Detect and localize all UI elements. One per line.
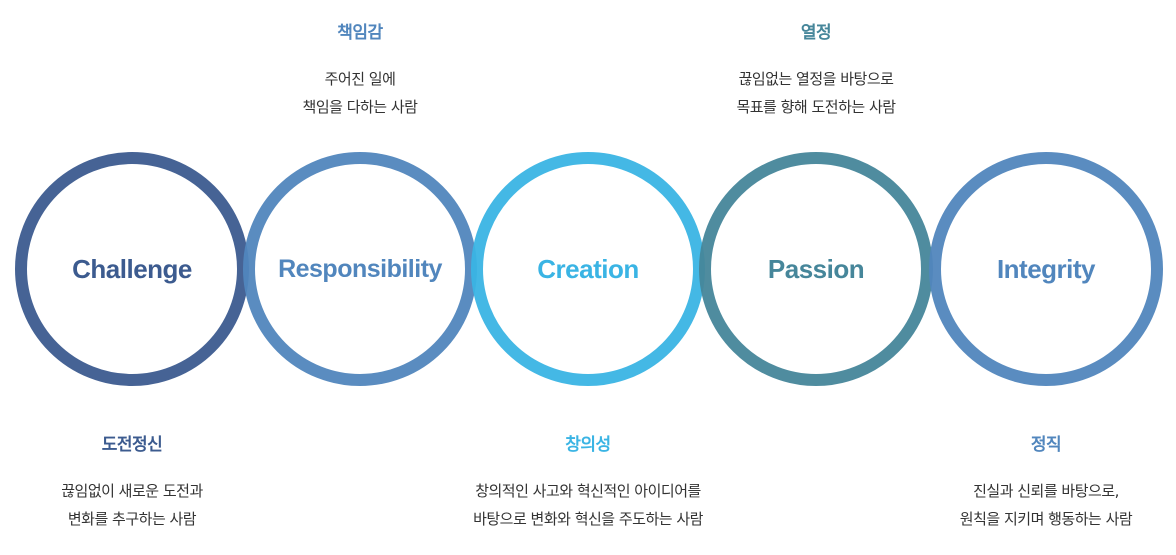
caption-line: 끊임없이 새로운 도전과 xyxy=(61,482,203,500)
caption-line: 책임을 다하는 사람 xyxy=(302,98,418,116)
caption-creation: 창의성 창의적인 사고와 혁신적인 아이디어를 바탕으로 변화와 혁신을 주도하… xyxy=(458,430,718,533)
caption-passion: 열정 끊임없는 열정을 바탕으로 목표를 향해 도전하는 사람 xyxy=(686,18,946,121)
caption-line: 바탕으로 변화와 혁신을 주도하는 사람 xyxy=(473,510,703,528)
ring-label-challenge: Challenge xyxy=(72,254,192,284)
caption-challenge: 도전정신 끊임없이 새로운 도전과 변화를 추구하는 사람 xyxy=(2,430,262,533)
caption-title-challenge: 도전정신 xyxy=(101,435,163,455)
ring-label-integrity: Integrity xyxy=(997,254,1096,284)
ring-label-creation: Creation xyxy=(537,254,638,284)
value-rings xyxy=(15,152,1163,386)
caption-title-passion: 열정 xyxy=(800,23,832,43)
caption-responsibility: 책임감 주어진 일에 책임을 다하는 사람 xyxy=(230,18,490,121)
caption-title-responsibility: 책임감 xyxy=(337,23,383,43)
caption-title-creation: 창의성 xyxy=(565,435,611,455)
ring-passion xyxy=(699,152,933,386)
ring-label-passion: Passion xyxy=(768,254,864,284)
caption-line: 주어진 일에 xyxy=(324,70,396,88)
caption-line: 끊임없는 열정을 바탕으로 xyxy=(738,70,894,88)
caption-line: 진실과 신뢰를 바탕으로, xyxy=(973,482,1119,500)
value-ring-labels: Challenge Responsibility Creation Passion In… xyxy=(72,254,1096,284)
caption-line: 목표를 향해 도전하는 사람 xyxy=(736,98,896,116)
caption-line: 창의적인 사고와 혁신적인 아이디어를 xyxy=(475,482,701,500)
caption-title-integrity: 정직 xyxy=(1030,435,1062,455)
ring-label-responsibility: Responsibility xyxy=(278,255,442,283)
caption-integrity: 정직 진실과 신뢰를 바탕으로, 원칙을 지키며 행동하는 사람 xyxy=(916,430,1176,533)
caption-line: 변화를 추구하는 사람 xyxy=(67,510,197,528)
ring-integrity xyxy=(929,152,1163,386)
caption-line: 원칙을 지키며 행동하는 사람 xyxy=(959,510,1133,528)
